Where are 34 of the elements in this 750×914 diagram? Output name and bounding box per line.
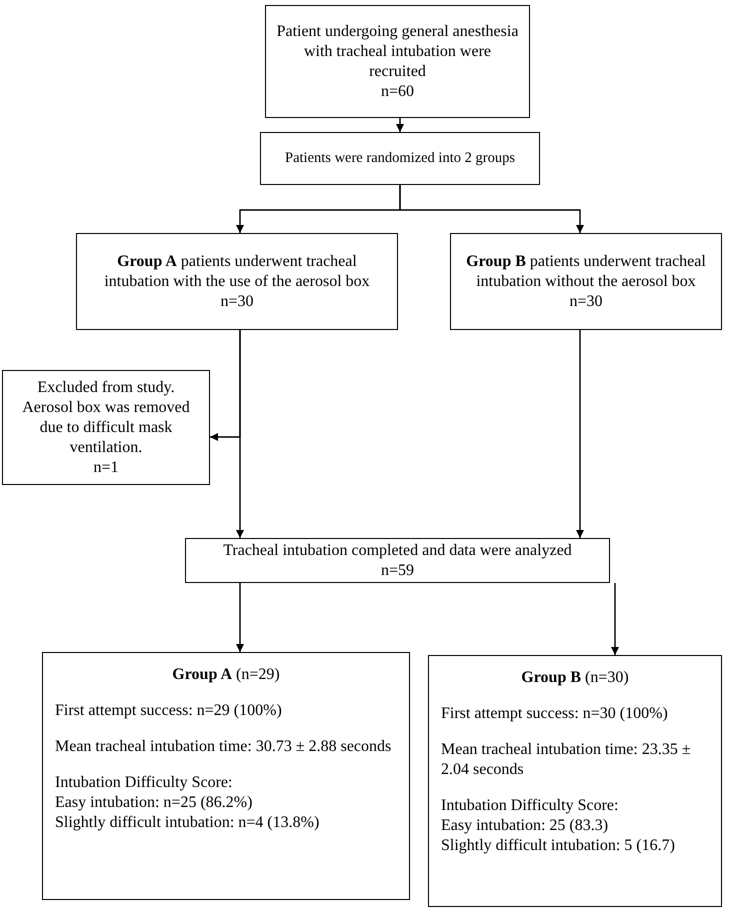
box-text: Slightly difficult intubation: 5 (16.7) <box>441 836 676 856</box>
box-heading: Group B (n=30) <box>520 668 630 688</box>
box-text: Patients were randomized into 2 groups <box>284 149 516 168</box>
box-text: n=60 <box>380 82 416 102</box>
process-box <box>76 233 398 330</box>
box-text: Intubation Difficulty Score: <box>55 773 234 793</box>
box-text: Intubation Difficulty Score: <box>441 796 620 816</box>
process-box <box>450 233 722 330</box>
box-text: Slightly difficult intubation: n=4 (13.8%) <box>55 813 320 833</box>
box-text: n=1 <box>92 458 120 478</box>
box-text: Excluded from study. Aerosol box was removed due to difficult mask ventilation. <box>21 378 191 458</box>
arrow <box>236 330 244 538</box>
box-heading: Group A (n=29) <box>171 665 281 685</box>
box-text: Mean tracheal intubation time: 30.73 ± 2.88 seconds <box>55 737 392 757</box>
box-text: n=59 <box>380 560 416 580</box>
box-text: n=30 <box>568 292 604 312</box>
process-box <box>185 538 610 583</box>
process-box <box>265 5 530 118</box>
box-text: Easy intubation: n=25 (86.2%) <box>55 793 254 813</box>
process-box <box>260 132 540 185</box>
box-text: First attempt success: n=30 (100%) <box>441 704 669 724</box>
arrow <box>399 185 584 233</box>
process-box <box>2 370 210 485</box>
arrow <box>396 118 404 132</box>
result-box <box>428 655 722 907</box>
box-text: First attempt success: n=29 (100%) <box>55 701 283 721</box>
arrow <box>611 583 619 655</box>
box-text: n=30 <box>219 292 255 312</box>
box-text: Mean tracheal intubation time: 23.35 ± 2.04 seconds <box>441 740 692 780</box>
arrow <box>236 583 244 652</box>
result-box <box>42 652 410 900</box>
box-text: Easy intubation: 25 (83.3) <box>441 816 610 836</box>
box-text: Tracheal intubation completed and data were analyzed <box>222 540 573 560</box>
arrow <box>576 330 584 538</box>
